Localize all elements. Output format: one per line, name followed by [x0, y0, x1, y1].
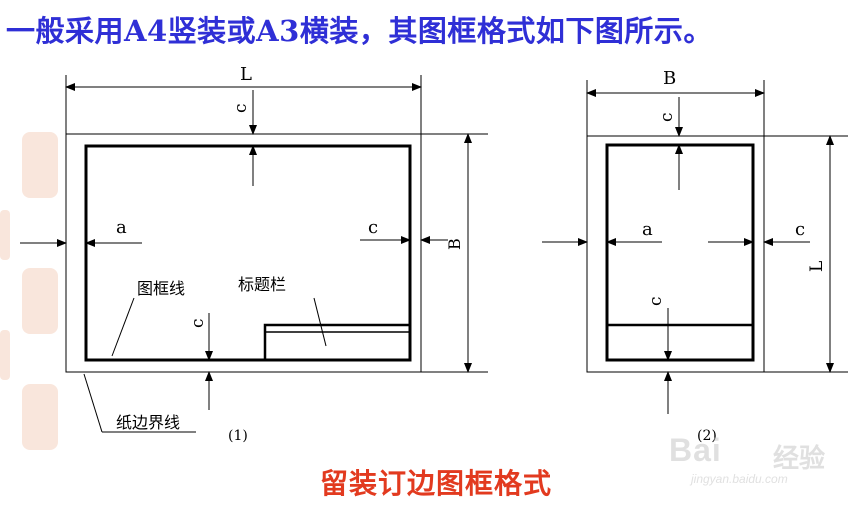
label-c-bottom-1: c — [188, 318, 208, 328]
label-a-1: a — [116, 217, 127, 238]
label-B-2: B — [663, 68, 676, 89]
frame-line-1 — [84, 144, 412, 362]
leader-paper-border — [83, 373, 103, 433]
label-c-top-2: c — [657, 112, 677, 122]
figure-1 — [20, 75, 488, 433]
figure-2 — [542, 80, 848, 414]
label-L-2: L — [807, 261, 827, 272]
label-a-2: a — [642, 219, 653, 240]
label-c-right-1: c — [368, 217, 378, 238]
seal-stamp — [22, 268, 58, 334]
label-L-1: L — [240, 64, 252, 85]
paper-border-2 — [586, 135, 765, 373]
header-title: 一般采用A4竖装或A3横装，其图框格式如下图所示。 — [6, 14, 713, 48]
title-block-1 — [263, 323, 412, 362]
frame-line-2 — [605, 143, 755, 362]
label-B-1: B — [445, 238, 464, 250]
seal-stamp — [22, 384, 58, 450]
leader-frame-line — [111, 297, 135, 357]
label-title-block: 标题栏 — [238, 275, 286, 294]
label-c-right-2: c — [795, 219, 805, 240]
paper-border-1 — [65, 133, 422, 373]
seal-stamp — [22, 132, 58, 198]
footer-caption: 留装订边图框格式 — [320, 467, 553, 500]
caption-figure-1: (1) — [228, 428, 248, 444]
caption-figure-2: (2) — [697, 428, 717, 444]
label-c-top-1: c — [231, 103, 251, 113]
label-c-bottom-2: c — [646, 296, 666, 306]
seal-stamps — [0, 132, 58, 450]
seal-stamp — [0, 210, 10, 260]
leader-title-block — [313, 297, 327, 347]
label-paper-border: 纸边界线 — [116, 413, 180, 432]
seal-stamp — [0, 330, 10, 380]
title-block-2 — [605, 323, 755, 362]
label-frame-line: 图框线 — [137, 279, 185, 298]
